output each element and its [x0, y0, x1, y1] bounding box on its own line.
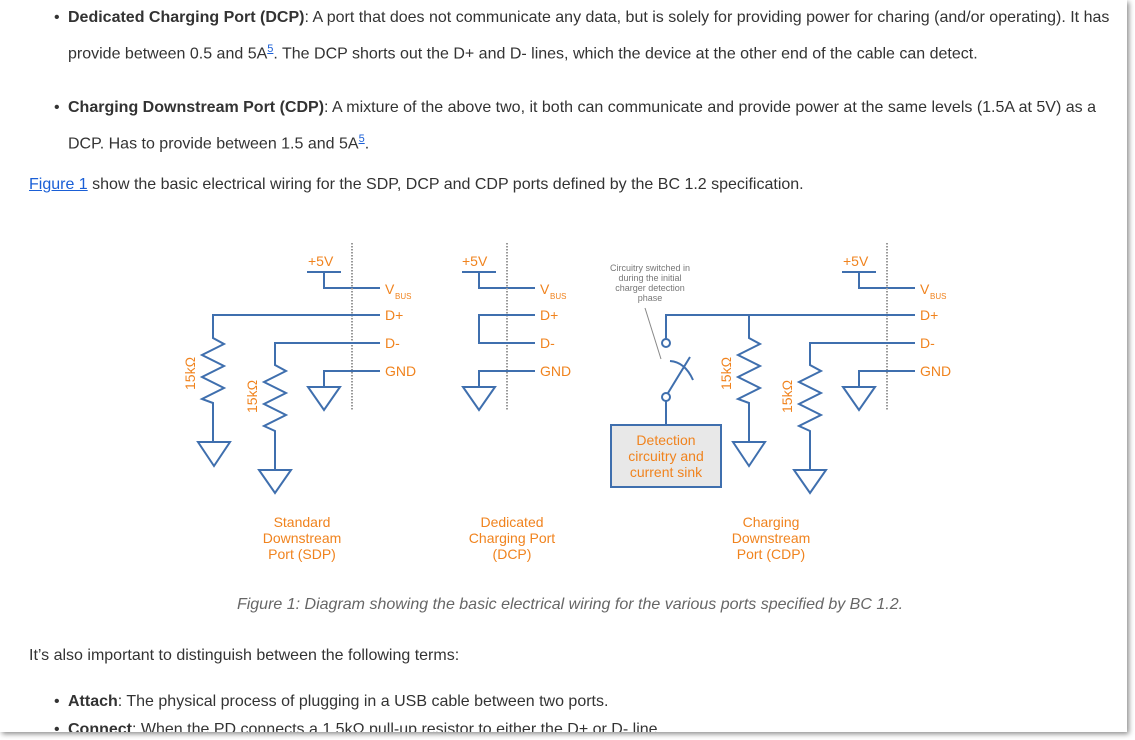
- resistor-label: 15kΩ: [182, 357, 198, 390]
- dcp-label: Dedicated: [480, 514, 543, 530]
- box-text: circuitry and: [628, 448, 703, 464]
- ground-icon: [257, 469, 293, 495]
- definition: : A port that does not communicate any d…: [68, 9, 1110, 63]
- cdp-label: Downstream: [732, 530, 811, 546]
- dcp-label: (DCP): [493, 546, 532, 562]
- vbus-label: V: [920, 281, 930, 297]
- sdp-label: Standard: [274, 514, 331, 530]
- list-item-attach: Attach: The physical process of plugging…: [54, 687, 1118, 717]
- vbus-subscript: BUS: [930, 292, 946, 301]
- vbus-label: V: [385, 281, 395, 297]
- dplus-label: D+: [920, 307, 938, 323]
- footnote-link[interactable]: 5: [358, 133, 365, 145]
- gnd-label: GND: [920, 363, 951, 379]
- definition-cont: . The DCP shorts out the D+ and D- lines…: [273, 45, 978, 63]
- sdp-label: Downstream: [263, 530, 342, 546]
- note-text: phase: [638, 293, 663, 303]
- vbus-subscript: BUS: [550, 292, 566, 301]
- ground-icon: [461, 386, 497, 412]
- ground-icon: [841, 386, 877, 412]
- list-item-connect: Connect: When the PD connects a 1.5kΩ pu…: [54, 715, 1118, 732]
- dplus-label: D+: [540, 307, 558, 323]
- box-text: current sink: [630, 464, 703, 480]
- resistor-label: 15kΩ: [779, 380, 795, 413]
- plus5v-label: +5V: [308, 253, 334, 269]
- list-item-dcp: Dedicated Charging Port (DCP): A port th…: [54, 3, 1118, 69]
- term: Charging Downstream Port (CDP): [68, 99, 325, 116]
- figure-caption: Figure 1: Diagram showing the basic elec…: [236, 596, 904, 613]
- gnd-label: GND: [540, 363, 571, 379]
- sdp-label: Port (SDP): [268, 546, 336, 562]
- sdp-circuit: +5V V BUS D+ D- GND 15kΩ 15kΩ Standard D…: [182, 243, 416, 562]
- plus5v-label: +5V: [843, 253, 869, 269]
- detection-box: [610, 424, 722, 488]
- ground-icon: [731, 441, 767, 468]
- dminus-label: D-: [385, 335, 400, 351]
- terms-intro: It’s also important to distinguish betwe…: [29, 647, 460, 664]
- vbus-label: V: [540, 281, 550, 297]
- plus5v-label: +5V: [462, 253, 488, 269]
- cdp-label: Port (CDP): [737, 546, 805, 562]
- cdp-label: Charging: [743, 514, 800, 530]
- note-text: during the initial: [618, 273, 681, 283]
- dcp-label: Charging Port: [469, 530, 555, 546]
- figure-paragraph-text: show the basic electrical wiring for the…: [87, 176, 804, 193]
- footnote-link[interactable]: 5: [267, 43, 274, 55]
- dminus-label: D-: [540, 335, 555, 351]
- vbus-subscript: BUS: [395, 292, 411, 301]
- note-text: Circuitry switched in: [610, 263, 690, 273]
- ground-icon: [306, 386, 342, 412]
- figure-1-link[interactable]: Figure 1: [29, 176, 88, 193]
- dminus-label: D-: [920, 335, 935, 351]
- resistor-label: 15kΩ: [718, 357, 734, 390]
- resistor-label: 15kΩ: [244, 380, 260, 413]
- figure-paragraph: Figure 1 show the basic electrical wirin…: [29, 170, 804, 200]
- dcp-circuit: +5V V BUS D+ D- GND Dedicated Charging P…: [461, 243, 571, 562]
- definition: : The physical process of plugging in a …: [117, 693, 609, 710]
- gnd-label: GND: [385, 363, 416, 379]
- note-text: charger detection: [615, 283, 685, 293]
- cdp-circuit: Circuitry switched in during the initial…: [610, 243, 951, 562]
- term: Dedicated Charging Port (DCP): [68, 9, 305, 26]
- term: Attach: [68, 693, 118, 710]
- switch-icon: [667, 356, 694, 394]
- ground-icon: [196, 441, 232, 468]
- definition: : A mixture of the above two, it both ca…: [68, 99, 1096, 153]
- ground-icon: [792, 469, 828, 495]
- definition-cont: .: [364, 135, 370, 153]
- definition: : When the PD connects a 1.5kΩ pull-up r…: [132, 721, 662, 732]
- dplus-label: D+: [385, 307, 403, 323]
- box-text: Detection: [636, 432, 695, 448]
- term: Connect: [68, 721, 132, 732]
- list-item-cdp: Charging Downstream Port (CDP): A mixtur…: [54, 93, 1118, 159]
